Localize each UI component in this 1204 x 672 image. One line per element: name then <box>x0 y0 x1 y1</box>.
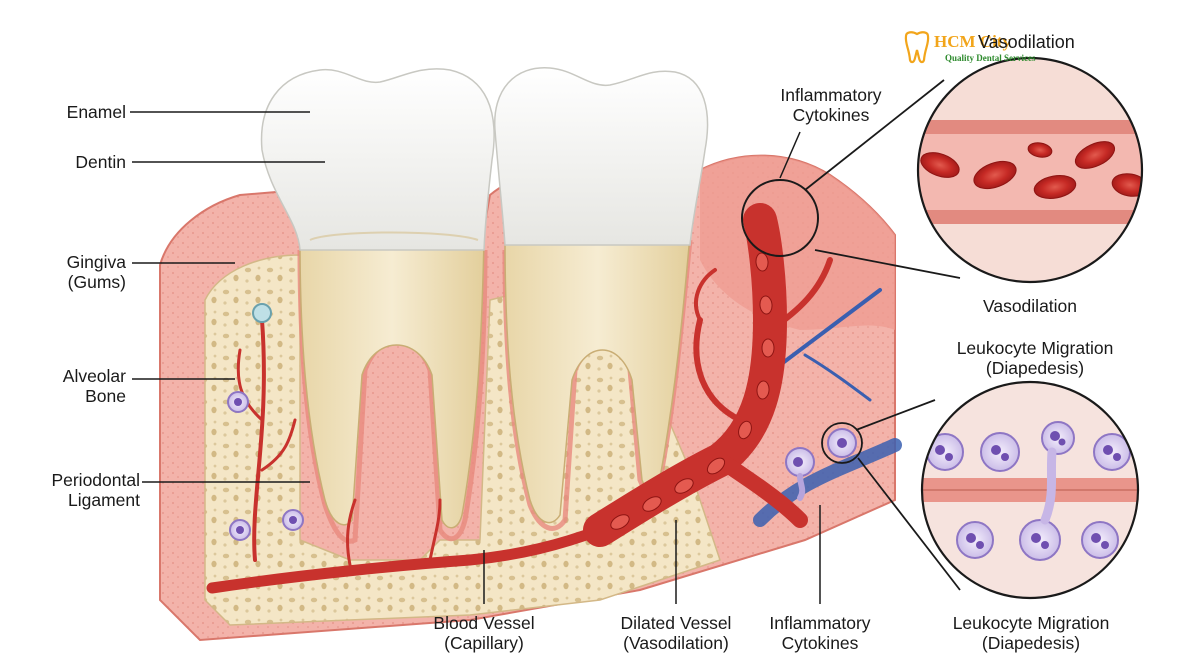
brand-logo: HCM City Quality Dental Services Vasodil… <box>900 28 1100 68</box>
label-gingiva: Gingiva(Gums) <box>66 252 126 292</box>
dilated-vessel <box>583 203 833 547</box>
capillary-network <box>206 318 606 594</box>
molar-tooth-right <box>494 67 709 524</box>
diapedesis-zoom-inset <box>920 380 1140 600</box>
label-vasodilation: Vasodilation <box>982 296 1078 316</box>
label-blood-vessel: Blood Vessel(Capillary) <box>433 613 535 653</box>
molar-tooth-left <box>260 68 495 529</box>
vasodilation-zoom-inset <box>916 56 1144 284</box>
cytokine-focus-circle <box>741 179 819 257</box>
label-enamel: Enamel <box>66 102 126 122</box>
label-leukocyte-migration-bottom: Leukocyte Migration(Diapedesis) <box>952 613 1110 653</box>
tissue-leukocytes <box>227 303 857 541</box>
logo-overlay-text: Vasodilation <box>978 32 1075 52</box>
label-dilated-vessel: Dilated Vessel(Vasodilation) <box>620 613 732 653</box>
tooth-logo-icon <box>904 31 930 64</box>
leukocyte-focus-circle <box>821 422 863 464</box>
label-leukocyte-migration-right: Leukocyte Migration(Diapedesis) <box>956 338 1114 378</box>
label-dentin: Dentin <box>75 152 126 172</box>
leader-lines <box>130 111 821 604</box>
brand-name: HCM City <box>934 32 1011 51</box>
brand-tagline: Quality Dental Services <box>945 53 1036 63</box>
zoom-connector-lines <box>804 79 961 591</box>
